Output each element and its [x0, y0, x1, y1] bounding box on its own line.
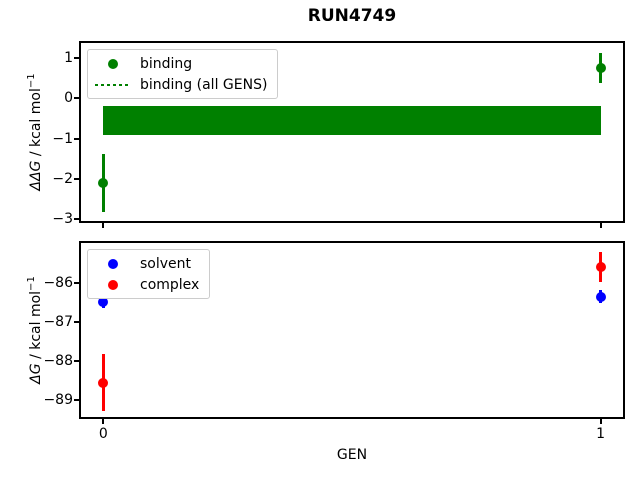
x-tick-mark — [102, 223, 105, 228]
y-tick-mark — [74, 97, 79, 100]
x-tick-mark — [599, 223, 602, 228]
y-axis-label-exponent: −1 — [26, 73, 38, 89]
complex-marker-icon — [108, 279, 118, 290]
y-tick-mark — [74, 399, 79, 402]
x-axis-label: GEN — [336, 447, 368, 463]
legend-item-binding-all-gens: binding (all GENS) — [94, 74, 267, 95]
legend-item-solvent: solvent — [94, 253, 199, 274]
y-tick-mark — [74, 320, 79, 323]
legend-handle — [94, 58, 132, 69]
legend-handle — [94, 279, 132, 290]
y-tick-mark — [74, 217, 79, 220]
solvent-point — [98, 297, 109, 308]
legend-handle — [94, 83, 132, 86]
complex-point — [595, 262, 606, 273]
legend-label-binding: binding — [140, 55, 193, 72]
y-tick-label: −3 — [52, 210, 73, 227]
x-tick-label: 1 — [596, 426, 606, 442]
y-tick-label: −87 — [43, 313, 73, 330]
dotted-line-icon — [95, 83, 131, 86]
y-tick-label: −2 — [52, 170, 73, 187]
y-tick-mark — [74, 281, 79, 284]
y-tick-mark — [74, 360, 79, 363]
legend-bottom: solvent complex — [87, 249, 211, 299]
y-tick-mark — [74, 57, 79, 60]
y-tick-label: −89 — [43, 392, 73, 409]
legend-top: binding binding (all GENS) — [87, 49, 279, 99]
binding-point — [98, 177, 109, 188]
chart-title: RUN4749 — [307, 6, 397, 26]
legend-label-complex: complex — [140, 276, 200, 293]
legend-item-binding: binding — [94, 53, 267, 74]
legend-item-complex: complex — [94, 274, 199, 295]
legend-label-solvent: solvent — [140, 255, 192, 272]
binding-all-gens-band — [103, 106, 601, 135]
x-tick-mark — [102, 419, 105, 424]
x-tick-label: 0 — [98, 426, 108, 442]
solvent-point — [595, 291, 606, 302]
binding-point — [595, 62, 606, 73]
y-tick-mark — [74, 137, 79, 140]
solvent-marker-icon — [108, 258, 118, 269]
y-tick-mark — [74, 177, 79, 180]
y-tick-label: −1 — [52, 130, 73, 147]
legend-handle — [94, 258, 132, 269]
axes-bottom-dg: ΔG / kcal mol−1 solvent complex −86−87−8… — [26, 241, 625, 442]
legend-label-binding-all-gens: binding (all GENS) — [140, 76, 268, 93]
y-tick-label: 1 — [64, 50, 73, 67]
complex-point — [98, 377, 109, 388]
y-tick-label: −86 — [43, 274, 73, 291]
x-tick-mark — [599, 419, 602, 424]
axes-top-ddg: ΔΔG / kcal mol−1 binding binding (all GE… — [26, 41, 625, 228]
y-tick-label: 0 — [64, 90, 73, 107]
binding-marker-icon — [108, 58, 118, 69]
y-tick-label: −88 — [43, 353, 73, 370]
